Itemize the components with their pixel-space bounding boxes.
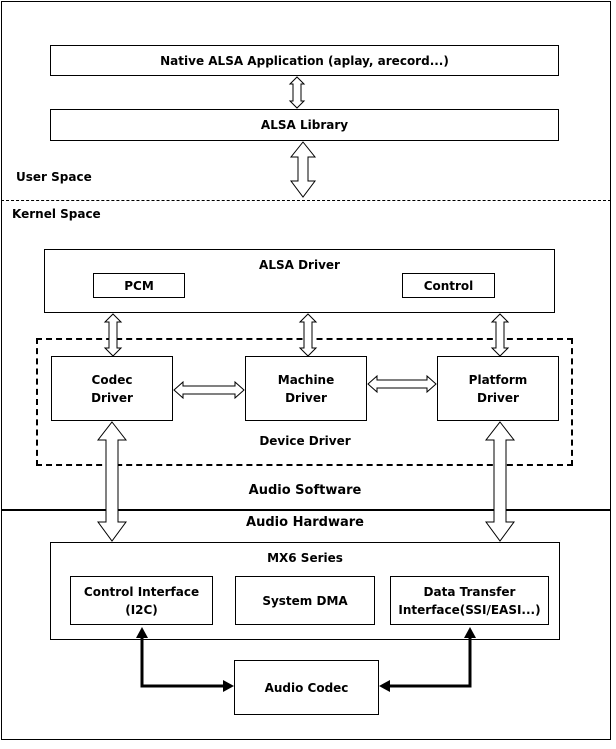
control-interface-label: Control Interface (I2C) — [83, 584, 200, 617]
control-box: Control — [402, 273, 495, 298]
device-driver-label: Device Driver — [259, 434, 351, 448]
kernel-space-label: Kernel Space — [12, 207, 101, 221]
control-interface-box: Control Interface (I2C) — [70, 576, 213, 625]
system-dma-label: System DMA — [262, 593, 348, 608]
user-space-label: User Space — [16, 170, 92, 184]
control-label: Control — [423, 278, 474, 293]
system-dma-box: System DMA — [235, 576, 375, 625]
audio-software-label: Audio Software — [248, 483, 362, 498]
alsa-library-label: ALSA Library — [260, 118, 349, 132]
diagram-frame — [1, 1, 611, 740]
audio-hardware-label: Audio Hardware — [246, 515, 364, 530]
audio-codec-label: Audio Codec — [264, 680, 349, 695]
machine-driver-box: Machine Driver — [245, 356, 367, 421]
platform-driver-box: Platform Driver — [437, 356, 559, 421]
native-alsa-application-label: Native ALSA Application (aplay, arecord.… — [160, 53, 449, 68]
data-transfer-interface-label: Data Transfer Interface(SSI/EASI...) — [398, 584, 541, 617]
user-kernel-divider — [1, 200, 611, 201]
codec-driver-label: Codec Driver — [91, 372, 133, 405]
platform-driver-label: Platform Driver — [468, 372, 528, 405]
codec-driver-box: Codec Driver — [51, 356, 173, 421]
software-hardware-divider — [1, 509, 611, 511]
alsa-driver-title: ALSA Driver — [259, 258, 340, 272]
pcm-box: PCM — [93, 273, 185, 298]
data-transfer-interface-box: Data Transfer Interface(SSI/EASI...) — [390, 576, 549, 625]
native-alsa-application-box: Native ALSA Application (aplay, arecord.… — [50, 45, 559, 76]
machine-driver-label: Machine Driver — [277, 372, 335, 405]
audio-codec-box: Audio Codec — [234, 660, 379, 715]
pcm-label: PCM — [124, 278, 154, 293]
alsa-library-box: ALSA Library — [50, 109, 559, 141]
mx6-series-title: MX6 Series — [267, 551, 343, 565]
